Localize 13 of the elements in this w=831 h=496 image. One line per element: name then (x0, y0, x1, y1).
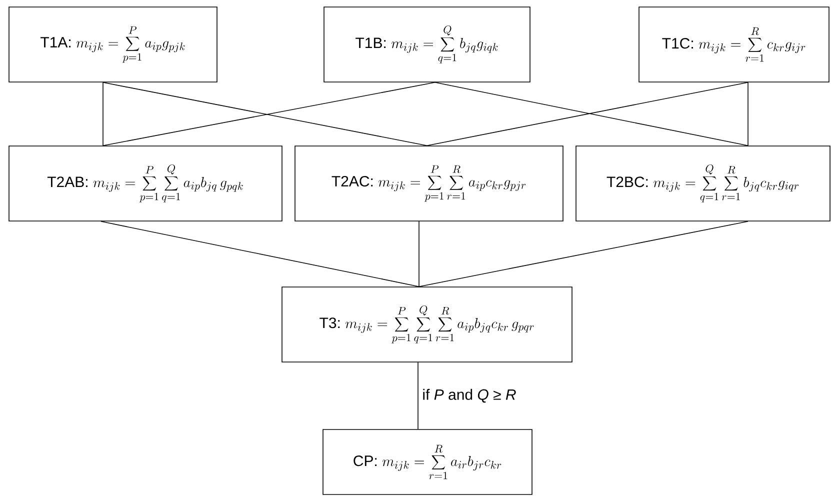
formula-box: T2AC: $m_{ijk}=\sum_{p=1}^{P}\sum_{r=1}^{R}a_{ip}c_{kr}g_{pjr}$ (294, 146, 564, 222)
connector-line (100, 221, 420, 287)
connector-line (418, 221, 748, 287)
connector-line (102, 82, 104, 146)
connector-line (418, 221, 420, 287)
formula-box: CP: $m_{ijk}=\sum_{r=1}^{R}a_{ir}b_{jr}c_{kr}$ (322, 429, 532, 495)
formula-box: T3: $m_{ijk}=\sum_{p=1}^{P}\sum_{q=1}^{Q}\sum_{r=1}^{R}a_{ip}b_{jq}c_{kr}\,g_{pqr}$ (282, 286, 572, 362)
formula-box: T1A: $m_{ijk}=\sum_{p=1}^{P}a_{ip}g_{pjk}$ (8, 6, 218, 82)
formula-box: T2AB: $m_{ijk}=\sum_{p=1}^{P}\sum_{q=1}^{Q}a_{ip}b_{jq}\,g_{pqk}$ (8, 146, 282, 222)
formula-box: T1B: $m_{ijk}=\sum_{q=1}^{Q}b_{jq}g_{iqk}$ (324, 6, 530, 82)
formula-box: T2BC: $m_{ijk}=\sum_{q=1}^{Q}\sum_{r=1}^{R}b_{jq}c_{kr}g_{iqr}$ (576, 146, 830, 222)
formula-box: T1C: $m_{ijk}=\sum_{r=1}^{R}c_{kr}g_{ijr}$ (638, 6, 830, 82)
edge-label: if P and Q ≥ R (423, 388, 516, 403)
